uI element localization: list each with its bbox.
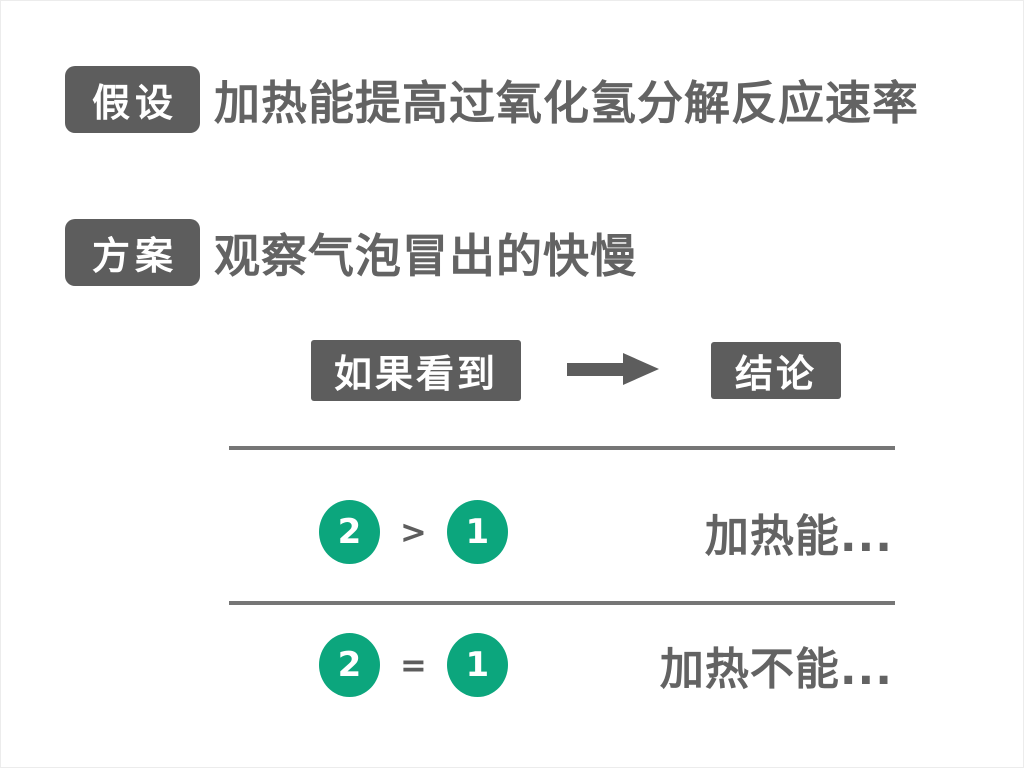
comparison-group: 2 = 1 [319,633,508,697]
comparison-group: 2 > 1 [319,500,508,564]
plan-text: 观察气泡冒出的快慢 [214,228,637,283]
table-row: 2 > 1 加热能... [229,490,895,574]
outcome-text: 加热能... [704,511,893,562]
if-seen-header-box: 如果看到 [311,340,521,401]
divider-line [229,446,895,450]
outcome-text: 加热不能... [659,644,893,695]
comparison-operator: = [400,646,427,684]
tube-2-circle: 2 [319,500,380,564]
divider-line [229,601,895,605]
hypothesis-badge: 假设 [65,66,200,133]
arrow-right-icon [567,353,659,385]
tube-1-circle: 1 [446,500,508,564]
table-row: 2 = 1 加热不能... [229,623,895,707]
tube-1-circle: 1 [446,633,508,697]
comparison-operator: > [400,513,427,551]
tube-2-circle: 2 [319,633,380,697]
hypothesis-text: 加热能提高过氧化氢分解反应速率 [214,75,919,130]
arrow-head [623,353,659,385]
plan-badge: 方案 [65,219,200,286]
conclusion-header-box: 结论 [711,342,841,399]
arrow-body [567,362,623,376]
